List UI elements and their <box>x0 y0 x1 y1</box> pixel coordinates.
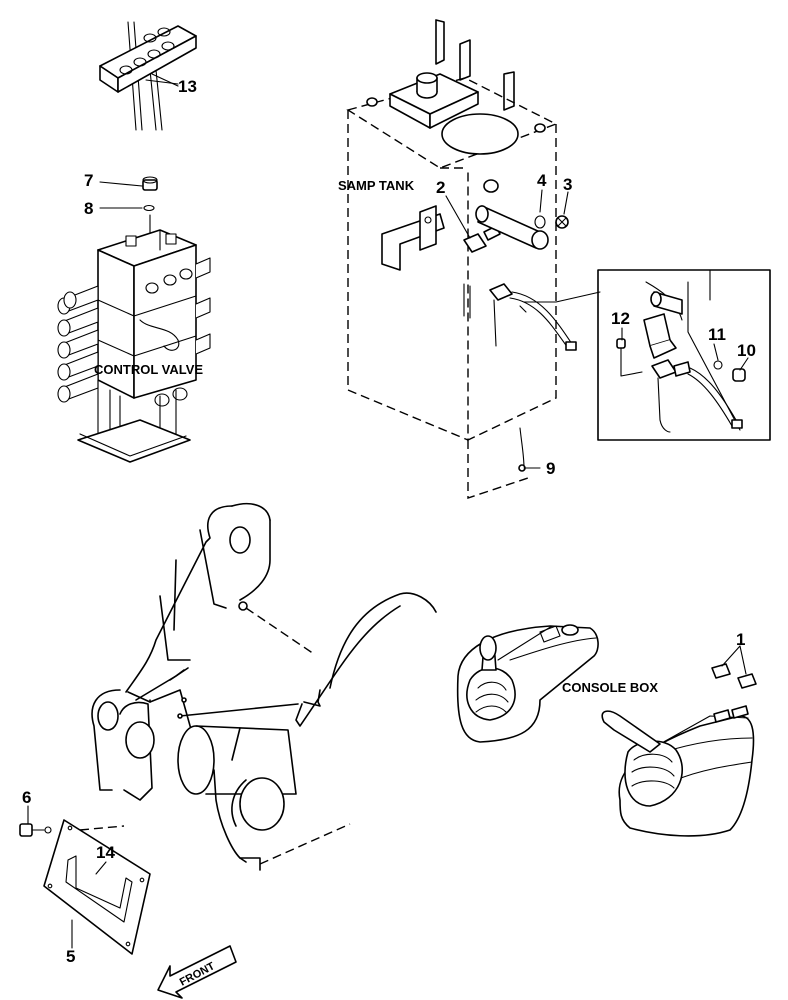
callout-3: 3 <box>563 175 572 194</box>
callout-numbers: 1 2 3 4 5 6 7 8 9 10 11 12 13 14 <box>22 77 756 966</box>
leader-lines <box>27 73 749 875</box>
callout-7: 7 <box>84 171 93 190</box>
samp-tank-label: SAMP TANK <box>338 178 415 193</box>
console-box-label: CONSOLE BOX <box>562 680 658 695</box>
callout-1: 1 <box>736 630 745 649</box>
left-console-box <box>456 624 599 743</box>
control-valve-drawing <box>57 176 211 463</box>
callout-2: 2 <box>436 178 445 197</box>
cover-plate-5 <box>43 819 151 955</box>
swing-bracket-drawing <box>91 502 437 871</box>
bolt-6 <box>19 823 52 837</box>
component-labels: SAMP TANK CONTROL VALVE CONSOLE BOX <box>94 178 658 695</box>
callout-13: 13 <box>178 77 197 96</box>
callout-6: 6 <box>22 788 31 807</box>
callout-9: 9 <box>546 459 555 478</box>
callout-5: 5 <box>66 947 75 966</box>
callout-10: 10 <box>737 341 756 360</box>
callout-12: 12 <box>611 309 630 328</box>
connector-block-13 <box>99 21 197 131</box>
control-valve-label: CONTROL VALVE <box>94 362 203 377</box>
front-arrow: FRONT <box>157 945 237 999</box>
sump-tank-drawing <box>346 19 601 499</box>
callout-11: 11 <box>708 325 726 344</box>
callout-14: 14 <box>96 843 115 862</box>
right-console-box <box>601 663 757 837</box>
callout-8: 8 <box>84 199 93 218</box>
callout-4: 4 <box>537 171 547 190</box>
detail-inset <box>597 269 771 441</box>
